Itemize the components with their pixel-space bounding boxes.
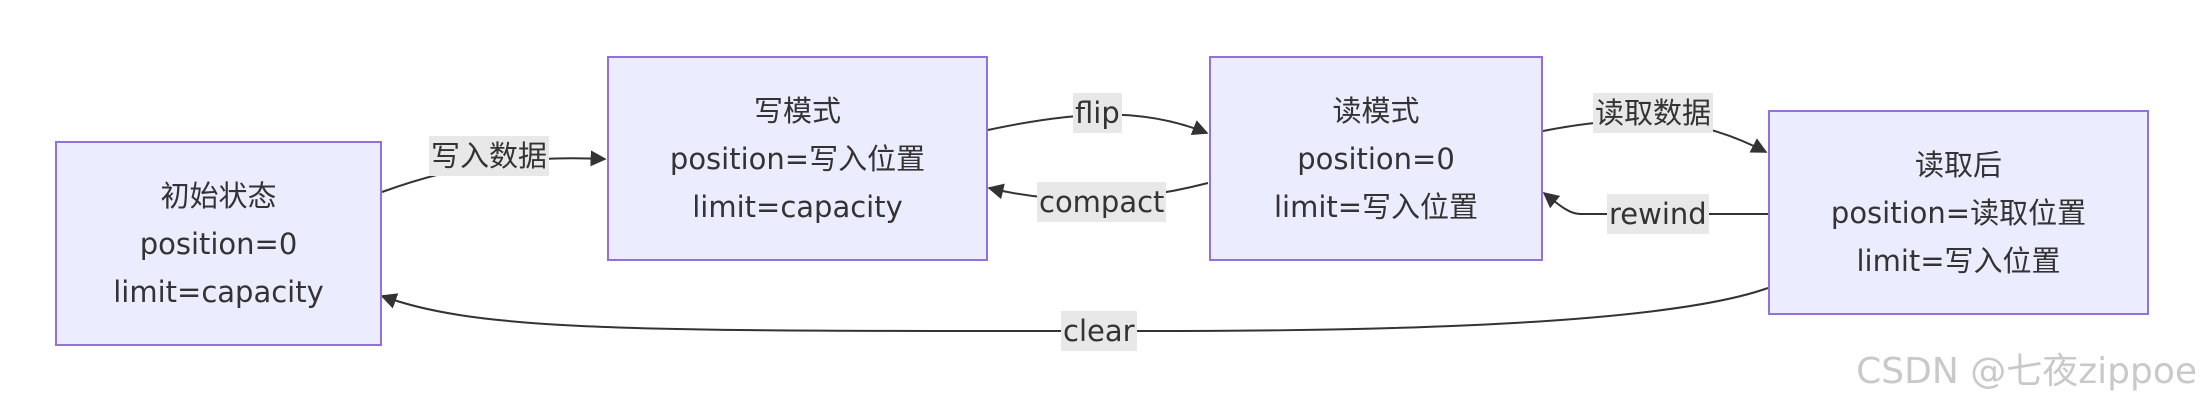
edge-label-compact: compact bbox=[1037, 182, 1167, 222]
edge-label-clear: clear bbox=[1061, 311, 1137, 351]
edge-label-write-data: 写入数据 bbox=[429, 136, 550, 176]
node-read-title: 读模式 bbox=[1332, 93, 1420, 128]
edge-label-rewind: rewind bbox=[1607, 194, 1709, 234]
node-write-title: 写模式 bbox=[753, 93, 841, 128]
node-initial-state: 初始状态 position=0 limit=capacity bbox=[55, 141, 382, 346]
node-after-limit: limit=写入位置 bbox=[1856, 243, 2061, 278]
node-after-title: 读取后 bbox=[1914, 147, 2002, 182]
edge-label-read-data: 读取数据 bbox=[1593, 93, 1714, 133]
node-after-read: 读取后 position=读取位置 limit=写入位置 bbox=[1768, 110, 2149, 315]
node-initial-position: position=0 bbox=[139, 226, 298, 261]
edge-label-flip: flip bbox=[1073, 93, 1122, 133]
node-read-mode: 读模式 position=0 limit=写入位置 bbox=[1209, 56, 1543, 261]
node-initial-title: 初始状态 bbox=[160, 178, 277, 213]
node-write-limit: limit=capacity bbox=[692, 189, 903, 224]
node-write-mode: 写模式 position=写入位置 limit=capacity bbox=[607, 56, 988, 261]
watermark: CSDN @七夜zippoe bbox=[1856, 351, 2197, 392]
node-after-position: position=读取位置 bbox=[1830, 195, 2087, 230]
node-initial-limit: limit=capacity bbox=[113, 274, 324, 309]
node-write-position: position=写入位置 bbox=[669, 141, 926, 176]
edge-rewind bbox=[1542, 191, 1768, 215]
node-read-limit: limit=写入位置 bbox=[1273, 189, 1479, 224]
node-read-position: position=0 bbox=[1297, 141, 1455, 176]
